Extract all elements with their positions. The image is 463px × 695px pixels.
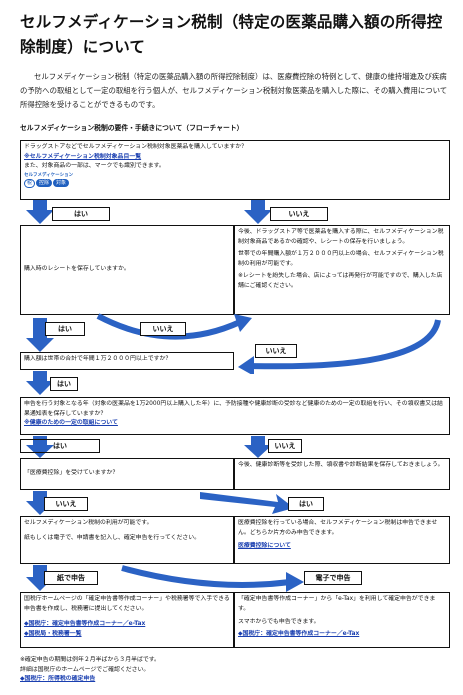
q2-box: 購入時のレシートを保存していますか。 xyxy=(20,225,234,315)
label-yes-1: はい xyxy=(52,207,110,221)
footer-line-1: ※確定申告の期間は例年２月半ばから３月半ばです。 xyxy=(20,657,160,663)
q5-yes-text: 医療費控除を行っている場合、セルフメディケーション税制は申告できません。どちらか… xyxy=(238,520,438,536)
label-paper-filing: 紙で申告 xyxy=(44,571,98,585)
q2-question: 購入時のレシートを保存していますか。 xyxy=(24,266,130,273)
label-yes-3: はい xyxy=(50,377,78,391)
q5-box: 「医療費控除」を受けていますか？ xyxy=(20,458,234,490)
e-filing-text: 「確定申告書等作成コーナー」から「e-Tax」を利用して確定申告ができます。 xyxy=(238,596,436,612)
mark-word-3: 対象 xyxy=(53,178,70,187)
q1-no-text-2: 世帯での年間購入額が１万２０００円以上の場合、セルフメディケーション税制の利用が… xyxy=(238,251,444,267)
q4-link-health-activities[interactable]: ※健康のための一定の取組について xyxy=(24,420,118,427)
selfmed-mark: セルフメディケーション 税控除対象 xyxy=(24,173,446,189)
label-electronic-filing: 電子で申告 xyxy=(304,571,362,585)
label-no-4: いいえ xyxy=(268,439,302,453)
page-title: セルフメディケーション税制（特定の医薬品購入額の所得控除制度）について xyxy=(20,13,443,56)
q5-no-text-2: 紙もしくは電子で、申請書を記入し、確定申告を行ってください。 xyxy=(24,534,201,541)
q4-box: 申告を行う対象となる年（対象の医薬品を1万2000円以上購入した年）に、予防接種… xyxy=(20,397,450,435)
paper-filing-text: 国税庁ホームページの「確定申告書等作成コーナー」や税務署等で入手できる申告書を作… xyxy=(24,596,230,612)
footer-notes: ※確定申告の期間は例年２月半ばから３月半ばです。 詳細は国税庁のホームページでご… xyxy=(20,656,450,685)
curved-arrow-icon xyxy=(238,319,441,374)
q4-no-text: 今後、健康診断等を受診した際、領収書や診断結果を保存しておきましょう。 xyxy=(238,462,444,468)
q3-question: 購入額は世帯の合計で年間１万２０００円以上ですか？ xyxy=(24,356,172,362)
label-no-1: いいえ xyxy=(270,207,328,221)
q4-no-box: 今後、健康診断等を受診した際、領収書や診断結果を保存しておきましょう。 xyxy=(234,458,450,490)
q1-no-text-1: 今後、ドラッグストア等で医薬品を購入する際に、セルフメディケーション税制対象商品… xyxy=(238,229,444,245)
arrow-down-icon xyxy=(244,436,272,458)
arrow-down-icon xyxy=(26,436,54,458)
q1-box: ドラッグストアなどでセルフメディケーション税制対象医薬品を購入していますか？ ※… xyxy=(20,140,450,200)
paper-filing-box: 国税庁ホームページの「確定申告書等作成コーナー」や税務署等で入手できる申告書を作… xyxy=(20,592,234,648)
mark-word-1: 税 xyxy=(24,178,36,188)
q1-no-box: 今後、ドラッグストア等で医薬品を購入する際に、セルフメディケーション税制対象商品… xyxy=(234,225,450,315)
arrow-down-icon xyxy=(26,200,54,224)
footer-link-income-tax[interactable]: ◆国税庁：所得税の確定申告 xyxy=(20,676,96,682)
e-filing-box: 「確定申告書等作成コーナー」から「e-Tax」を利用して確定申告ができます。 ス… xyxy=(234,592,450,648)
selfmed-mark-caption: セルフメディケーション xyxy=(24,172,74,178)
q1-link-target-items[interactable]: ※セルフメディケーション税制対象品目一覧 xyxy=(24,153,142,160)
label-yes-5: はい xyxy=(288,497,324,511)
medical-deduction-link[interactable]: 医療費控除について xyxy=(238,543,291,550)
label-no-5: いいえ xyxy=(44,497,88,511)
q1-no-text-3: ※レシートを紛失した場合、店によっては再発行が可能ですので、購入した店舗にご確認… xyxy=(238,273,443,289)
q1-note: また、対象商品の一部は、マークでも識別できます。 xyxy=(24,163,165,170)
q4-question: 申告を行う対象となる年（対象の医薬品を1万2000円以上購入した年）に、予防接種… xyxy=(24,401,443,417)
arrow-down-icon xyxy=(26,371,54,395)
arrow-right-icon xyxy=(200,492,294,514)
label-no-3: いいえ xyxy=(255,344,297,358)
q1-question: ドラッグストアなどでセルフメディケーション税制対象医薬品を購入していますか？ xyxy=(24,144,248,150)
q5-no-box: セルフメディケーション税制の利用が可能です。 紙もしくは電子で、申請書を記入し、… xyxy=(20,516,234,564)
label-no-2: いいえ xyxy=(140,322,186,336)
footer-line-2: 詳細は国税庁のホームページでご確認ください。 xyxy=(20,666,150,673)
paper-link-etax[interactable]: ◆国税庁：確定申告書等作成コーナー／e-Tax xyxy=(24,621,146,628)
curved-arrow-icon xyxy=(96,313,252,340)
e-filing-text-2: スマホからでも申告できます。 xyxy=(238,619,320,626)
q5-no-text-1: セルフメディケーション税制の利用が可能です。 xyxy=(24,520,153,526)
mark-word-2: 控除 xyxy=(36,178,53,187)
label-yes-4: はい xyxy=(20,439,100,453)
intro-paragraph: セルフメディケーション税制（特定の医薬品購入額の所得控除制度）は、医療費控除の特… xyxy=(20,72,448,109)
label-yes-2: はい xyxy=(45,322,85,336)
q5-question: 「医療費控除」を受けていますか？ xyxy=(24,470,119,477)
curved-arrow-icon xyxy=(121,565,304,592)
q3-box: 購入額は世帯の合計で年間１万２０００円以上ですか？ xyxy=(20,352,234,370)
paper-link-tax-offices[interactable]: ◆国税局・税務署一覧 xyxy=(24,630,82,637)
section-title: セルフメディケーション税制の要件・手続きについて（フローチャート） xyxy=(20,124,244,132)
arrow-down-icon xyxy=(244,200,272,224)
q5-yes-box: 医療費控除を行っている場合、セルフメディケーション税制は申告できません。どちらか… xyxy=(234,516,450,564)
e-filing-link-etax[interactable]: ◆国税庁：確定申告書等作成コーナー／e-Tax xyxy=(238,630,360,637)
